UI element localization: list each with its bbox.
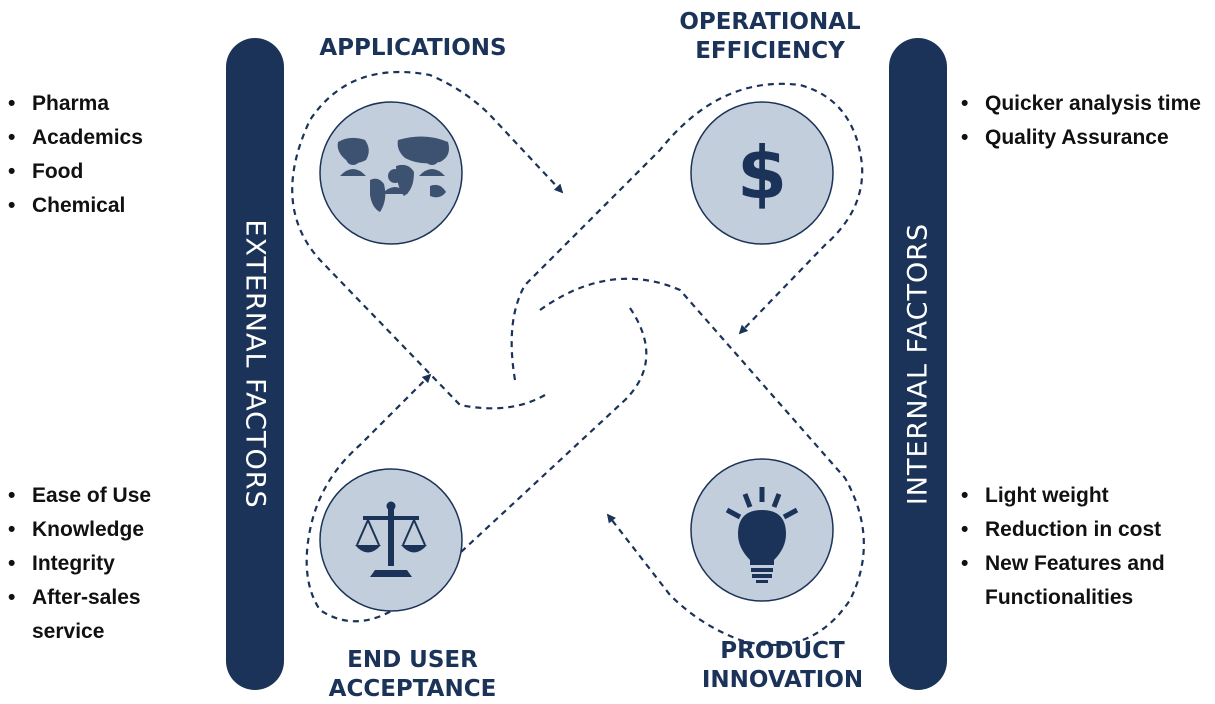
list-item: Light weight: [955, 479, 1213, 513]
loop-product: [539, 277, 865, 647]
list-item: Knowledge: [2, 513, 212, 547]
list-item: Ease of Use: [2, 479, 212, 513]
scales-icon: [355, 501, 427, 577]
loop-operational: [510, 82, 864, 381]
operational-efficiency-title: OPERATIONAL EFFICIENCY: [679, 9, 861, 64]
loop-applications: [291, 70, 564, 410]
end-user-acceptance-title: END USER ACCEPTANCE: [328, 647, 497, 702]
circle-product: [690, 458, 834, 602]
list-item: Chemical: [2, 189, 212, 223]
list-item: New Features and Functionalities: [955, 547, 1213, 615]
product-innovation-title: PRODUCT INNOVATION: [701, 638, 864, 693]
circle-operational: $: [690, 101, 834, 245]
list-item: Reduction in cost: [955, 513, 1213, 547]
external-top-list: Pharma Academics Food Chemical: [2, 87, 212, 223]
external-factors-label: EXTERNAL FACTORS: [239, 219, 271, 509]
lightbulb-icon: [725, 487, 799, 583]
list-item: After-sales service: [2, 581, 212, 649]
list-item: Pharma: [2, 87, 212, 121]
internal-factors-label: INTERNAL FACTORS: [902, 222, 934, 506]
internal-top-list: Quicker analysis time Quality Assurance: [955, 87, 1210, 155]
circle-applications: [319, 101, 463, 245]
external-factors-bar: EXTERNAL FACTORS: [226, 38, 284, 690]
internal-factors-bar: INTERNAL FACTORS: [889, 38, 947, 690]
list-item: Food: [2, 155, 212, 189]
applications-title: APPLICATIONS: [319, 35, 507, 61]
list-item: Academics: [2, 121, 212, 155]
external-bottom-list: Ease of Use Knowledge Integrity After-sa…: [2, 479, 212, 649]
list-item: Integrity: [2, 547, 212, 581]
circle-end-user: [319, 468, 463, 612]
world-map-people-icon: [337, 136, 449, 212]
internal-bottom-list: Light weight Reduction in cost New Featu…: [955, 479, 1213, 615]
list-item: Quicker analysis time: [955, 87, 1210, 121]
list-item: Quality Assurance: [955, 121, 1210, 155]
dollar-icon: $: [737, 131, 787, 215]
